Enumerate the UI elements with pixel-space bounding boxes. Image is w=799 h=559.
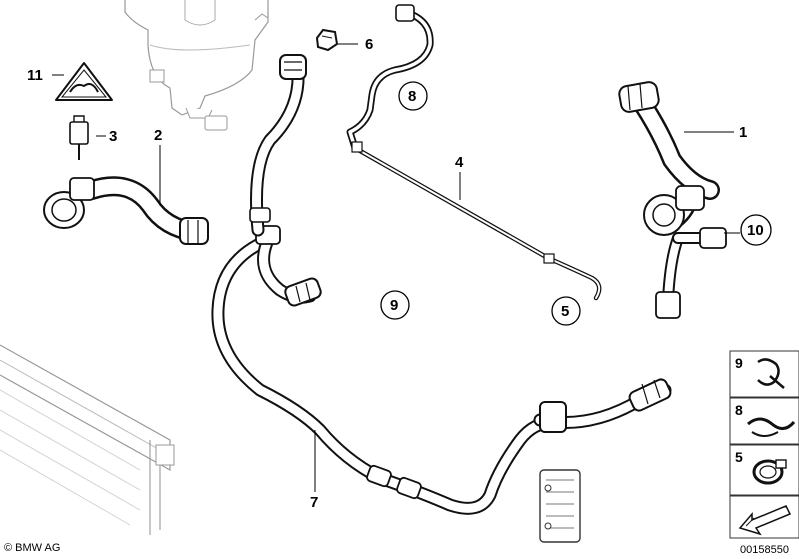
label-part-1: 1 (739, 124, 747, 141)
label-part-4: 4 (455, 154, 464, 171)
diagram-number: 00158550 (740, 544, 789, 556)
pipe-part-8[interactable] (346, 4, 434, 152)
part-labels: 1 2 3 4 5 6 7 8 9 10 11 (27, 36, 772, 511)
legend-label-8: 8 (735, 402, 743, 418)
legend-box-5 (729, 444, 799, 496)
radiator (0, 344, 175, 535)
hose-part-7[interactable] (211, 225, 672, 515)
legend-label-5: 5 (735, 449, 743, 465)
direction-arrow-icon (738, 505, 792, 536)
label-part-7: 7 (310, 494, 318, 511)
label-part-8: 8 (408, 88, 416, 105)
clip-icon-8 (747, 417, 796, 437)
label-part-11: 11 (27, 67, 43, 84)
warning-label-part-11[interactable] (55, 62, 113, 101)
callout-part-8 (398, 81, 428, 111)
copyright-text: © BMW AG (4, 542, 60, 554)
legend-panel: 9 8 5 (729, 350, 799, 539)
label-part-2: 2 (154, 127, 162, 144)
label-part-3: 3 (109, 128, 117, 145)
legend-label-9: 9 (735, 355, 743, 371)
hose-part-2[interactable] (43, 176, 209, 245)
label-part-6: 6 (365, 36, 373, 53)
hose-part-1[interactable] (618, 81, 727, 319)
label-part-9: 9 (390, 297, 398, 314)
callout-part-10 (740, 214, 772, 246)
leader-lines (52, 43, 740, 492)
sensor-part-3[interactable] (69, 115, 89, 160)
line-part-4[interactable] (351, 141, 602, 301)
callout-part-5 (551, 296, 581, 326)
label-part-10: 10 (747, 222, 764, 239)
heat-exchanger (539, 469, 581, 543)
upper-hose[interactable] (249, 54, 307, 237)
clip-icon-9 (757, 358, 785, 389)
hose-clamp-icon-5 (752, 459, 787, 485)
callout-part-9 (380, 290, 410, 320)
expansion-tank (124, 0, 269, 131)
label-part-5: 5 (561, 303, 569, 320)
cap-part-6[interactable] (315, 28, 339, 52)
